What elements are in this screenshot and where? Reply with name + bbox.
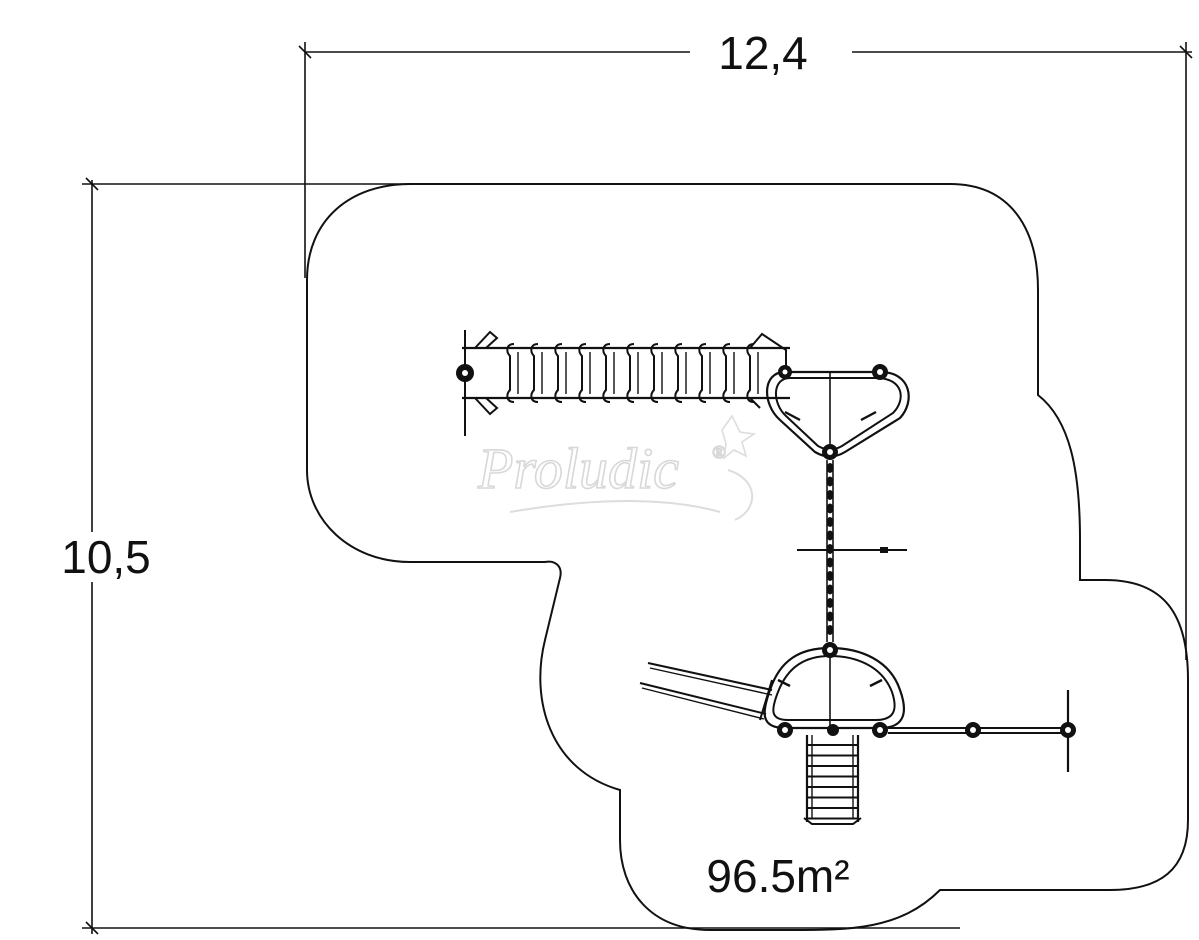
chain-link (826, 584, 834, 595)
chain-link (826, 517, 834, 527)
height-label: 10,5 (61, 531, 151, 583)
ladder-rung (578, 343, 587, 403)
chain-link (826, 598, 834, 608)
chain-link (826, 544, 834, 554)
chain-link (826, 463, 834, 473)
chain-link (826, 625, 834, 635)
ladder-rung (530, 343, 539, 403)
chain-link (826, 571, 834, 581)
chain-links (826, 463, 834, 635)
ladder-rung (674, 343, 683, 403)
svg-text:®: ® (712, 442, 726, 462)
ladder-rung (698, 343, 707, 403)
ladder-rung (626, 343, 635, 403)
chain-bridge (797, 460, 907, 642)
ladder-foot (803, 817, 862, 825)
chain-link (826, 490, 834, 500)
ladder-rung (506, 343, 515, 403)
ladder-rung (650, 343, 659, 403)
ladder-rung (722, 343, 731, 403)
ladder-rungs (506, 343, 759, 403)
height-dimension: 10,5 (61, 177, 960, 935)
lower-tower-platform (763, 642, 906, 738)
chain-link (826, 557, 834, 568)
ladder-rung (602, 343, 611, 403)
chain-link (826, 530, 834, 541)
horizontal-ladder-bridge (456, 330, 790, 436)
area-label: 96.5m² (706, 850, 849, 902)
chain-link (826, 476, 834, 487)
slide (639, 662, 773, 721)
chain-link (826, 503, 834, 514)
upper-tower-platform (766, 364, 910, 460)
ladder-steps (803, 744, 862, 825)
side-rail (888, 690, 1076, 772)
ladder-rung (554, 343, 563, 403)
proludic-watermark: Proludic ® (476, 414, 757, 521)
svg-text:Proludic: Proludic (477, 436, 679, 501)
ladder-rung (746, 343, 755, 403)
width-dimension: 12,4 (298, 27, 1193, 660)
width-label: 12,4 (718, 27, 808, 79)
chain-link (826, 611, 834, 622)
safety-zone-outline (306, 183, 1189, 931)
